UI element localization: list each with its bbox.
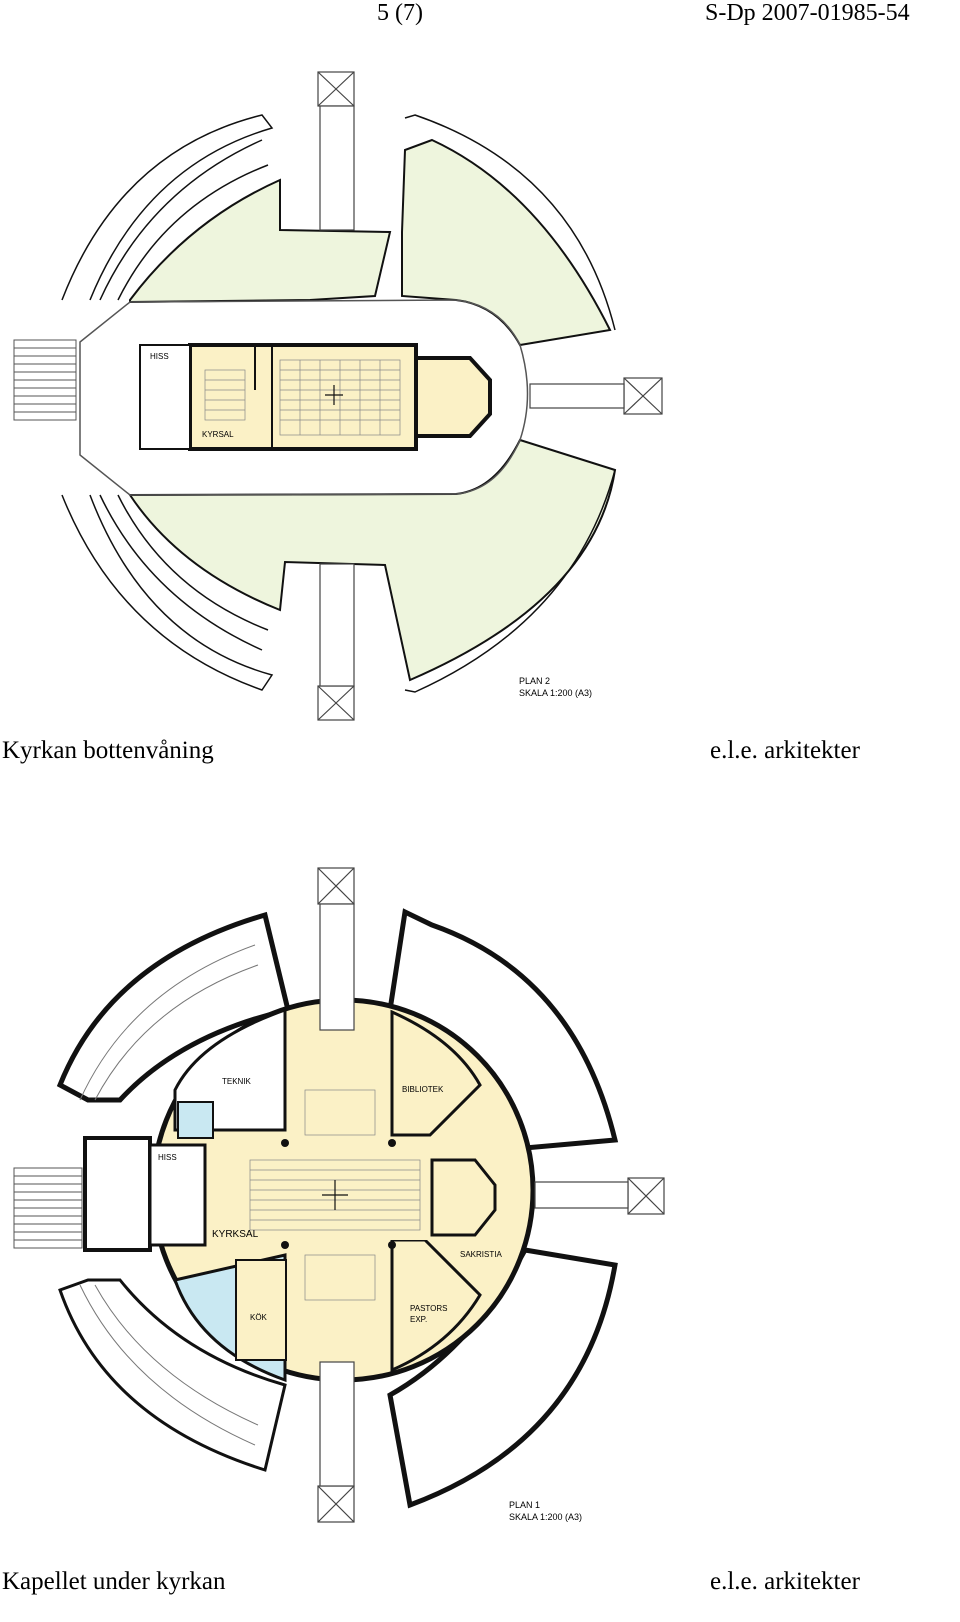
plan1-room-sakristia: SAKRISTIA xyxy=(460,1250,502,1259)
plan2-stair-west xyxy=(13,339,77,421)
plan1-room-hiss: HISS xyxy=(158,1153,177,1162)
plan1-room-teknik: TEKNIK xyxy=(222,1077,252,1086)
plan2-outer-ring xyxy=(61,114,616,693)
plan2-bridges xyxy=(317,71,663,721)
plan1-west-block xyxy=(83,1101,214,1252)
floor-plan-1: TEKNIK BIBLIOTEK HISS KYRKSAL SAKRISTIA … xyxy=(13,867,665,1523)
plan2-title: PLAN 2 xyxy=(519,676,550,686)
plan1-scale: SKALA 1:200 (A3) xyxy=(509,1512,582,1522)
plan2-nave: HISS KYRSAL xyxy=(139,343,492,451)
plan1-room-kyrksal: KYRKSAL xyxy=(212,1229,259,1240)
plan2-credit: e.l.e. arkitekter xyxy=(710,737,860,764)
plan1-title: PLAN 1 xyxy=(509,1500,540,1510)
plan1-credit: e.l.e. arkitekter xyxy=(710,1568,860,1595)
plan1-stair-west xyxy=(13,1167,83,1249)
plan1-bridges xyxy=(317,867,665,1523)
plan1-room-kok: KÖK xyxy=(250,1313,268,1322)
plan2-chairs xyxy=(204,359,401,436)
plan1-room-bibliotek: BIBLIOTEK xyxy=(402,1085,444,1094)
document-number: S-Dp 2007-01985-54 xyxy=(705,0,910,26)
plan2-room-kyrsal: KYRSAL xyxy=(202,430,234,439)
page-number: 5 (7) xyxy=(377,0,423,26)
floor-plan-2: HISS KYRSAL PLAN 2 SKALA 1:200 (A3) xyxy=(13,71,663,721)
plan2-green-terraces xyxy=(128,138,617,682)
plan1-ring-lines xyxy=(79,944,259,1446)
plan1-columns xyxy=(281,1139,396,1249)
plan1-room-exp: EXP. xyxy=(410,1315,427,1324)
plan1-room-pastors: PASTORS xyxy=(410,1304,448,1313)
plan2-room-hiss: HISS xyxy=(150,352,169,361)
plan1-caption: Kapellet under kyrkan xyxy=(2,1568,226,1595)
plan2-caption: Kyrkan bottenvåning xyxy=(2,737,214,764)
plan2-scale: SKALA 1:200 (A3) xyxy=(519,688,592,698)
plan2-corridor-outline xyxy=(79,299,529,496)
